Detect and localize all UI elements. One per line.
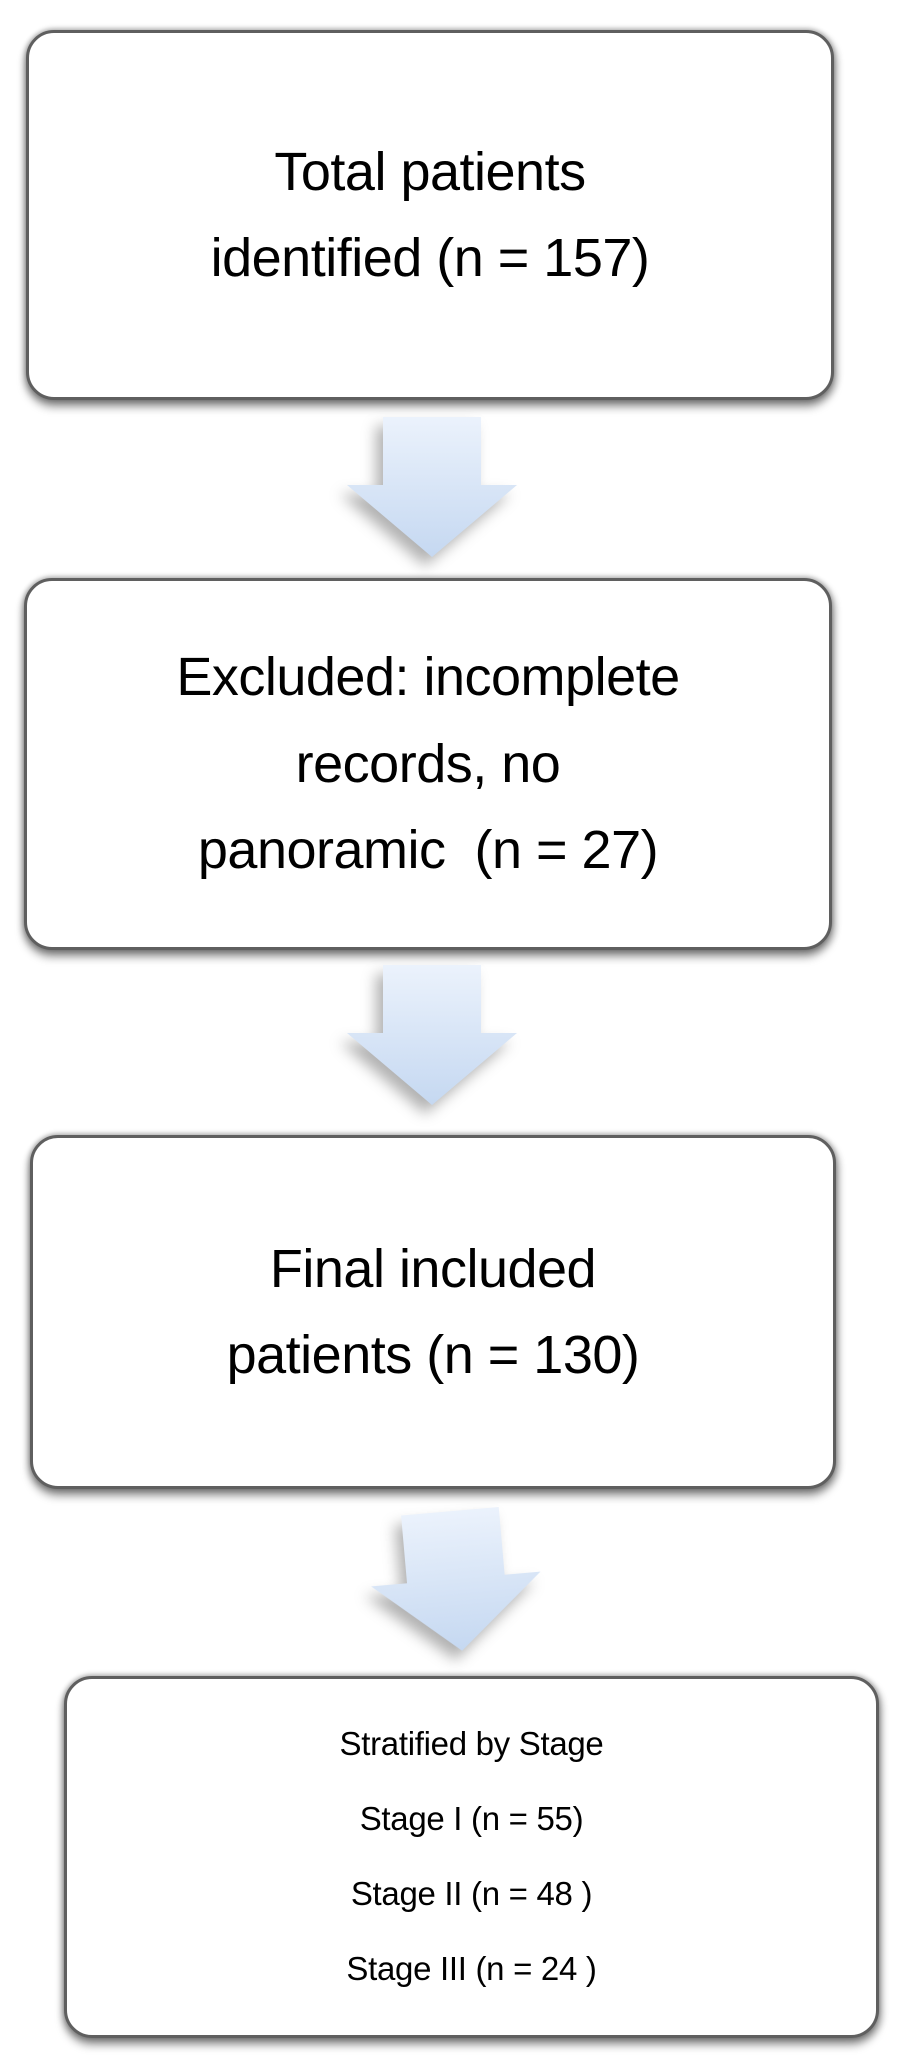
down-arrow-icon — [371, 1506, 541, 1651]
box-text-line: identified (n = 157) — [210, 228, 650, 288]
box-text-line: Stage II (n = 48 ) — [350, 1875, 593, 1912]
flow-box-stratified-by-stage: Stratified by Stage Stage I (n = 55) Sta… — [64, 1676, 879, 2038]
box-text-line: panoramic (n = 27) — [197, 820, 659, 881]
flow-box-total-patients: Total patients identified (n = 157) — [26, 30, 834, 400]
box-text-line: Stage III (n = 24 ) — [346, 1949, 597, 1987]
box-text-line: Stratified by Stage — [339, 1725, 604, 1763]
box-text-line: records, no — [295, 733, 561, 794]
box-text-line: Total patients — [274, 141, 586, 202]
flow-box-final-included: Final included patients (n = 130) — [30, 1135, 836, 1489]
box-text-line: patients (n = 130) — [226, 1325, 640, 1385]
down-arrow-icon — [347, 417, 517, 557]
down-arrow-icon — [347, 965, 517, 1105]
box-text-line: Stage I (n = 55) — [359, 1800, 584, 1838]
flow-box-excluded: Excluded: incomplete records, no panoram… — [24, 578, 832, 950]
box-text-line: Final included — [269, 1238, 597, 1299]
box-text-line: Excluded: incomplete — [176, 647, 680, 708]
